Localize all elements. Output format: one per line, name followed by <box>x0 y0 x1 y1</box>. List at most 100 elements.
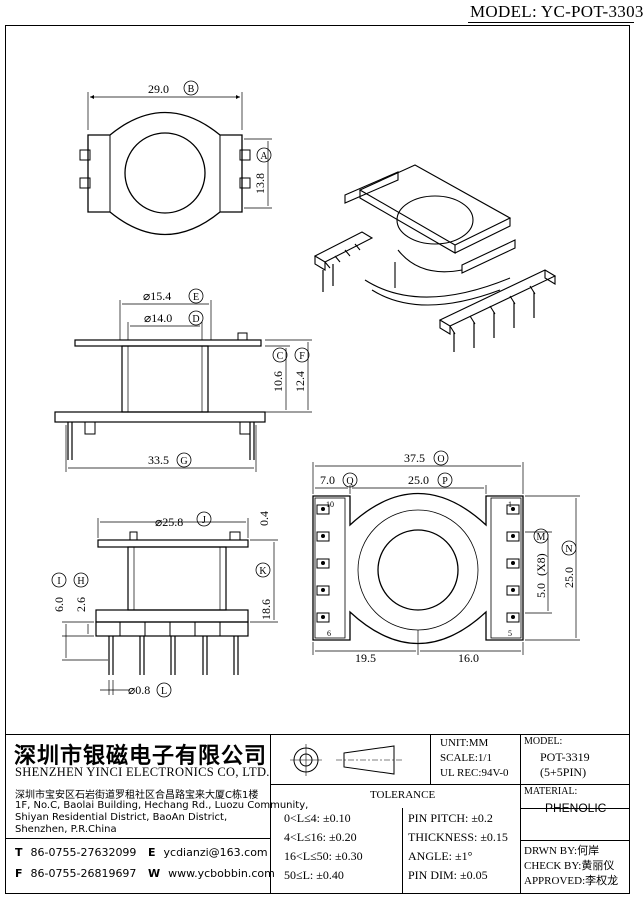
title-underline <box>468 22 634 23</box>
drawn-by: DRWN BY:何岸 <box>524 845 600 857</box>
address-cn: 深圳市宝安区石岩街道罗租社区合昌路宝来大厦C栋1楼 <box>15 790 259 801</box>
tag-a: A <box>256 147 272 163</box>
tolerance-row-3: 16<L≤50: ±0.30 <box>284 849 363 863</box>
svg-text:P: P <box>442 476 448 487</box>
tag-d: D <box>188 310 204 326</box>
company-name-en: SHENZHEN YINCI ELECTRONICS CO, LTD. <box>15 765 270 779</box>
title-block <box>5 734 630 894</box>
divider <box>270 734 271 894</box>
top-view <box>79 92 272 236</box>
svg-text:F: F <box>299 351 305 362</box>
pin-number-6: 6 <box>327 629 331 638</box>
divider <box>270 784 630 785</box>
address-en-line2: Shiyan Residential District, BaoAn Distr… <box>15 812 228 823</box>
tag-c: C <box>272 347 288 363</box>
tag-p: P <box>437 472 453 488</box>
dim-top-width: 29.0 <box>148 82 169 96</box>
top-view-outline <box>87 111 243 236</box>
right-pin-slots <box>506 504 520 623</box>
svg-text:Q: Q <box>346 476 354 487</box>
svg-text:K: K <box>259 566 267 577</box>
check-by: CHECK BY:黄丽仪 <box>524 860 615 872</box>
tag-k: K <box>255 562 271 578</box>
model-pins: (5+5PIN) <box>540 765 587 779</box>
tag-q: Q <box>342 472 358 488</box>
isometric-view <box>313 164 557 352</box>
svg-text:I: I <box>57 576 60 587</box>
svg-text:D: D <box>192 314 199 325</box>
tolerance-label: TOLERANCE <box>370 789 436 801</box>
tolerance-row-4: 50≤L: ±0.40 <box>284 868 344 882</box>
unit-label: UNIT:MM <box>440 737 489 749</box>
dim-pin-len-i: 6.0 <box>52 597 66 612</box>
top-left-tab-2 <box>79 177 91 189</box>
tag-o: O <box>433 450 449 466</box>
dim-base-width: 33.5 <box>148 453 169 467</box>
tag-j: J <box>196 511 212 527</box>
top-right-tab-2 <box>239 177 251 189</box>
ul-rec-label: UL REC:94V-0 <box>440 767 509 779</box>
material-label: MATERIAL: <box>524 786 578 797</box>
material-value: PHENOLIC <box>545 801 607 815</box>
company-name-cn: 深圳市银磁电子有限公司 <box>14 744 268 769</box>
dim-body-height-c: 10.6 <box>271 371 285 392</box>
dim-body-height-f: 12.4 <box>293 371 307 392</box>
divider <box>5 838 270 839</box>
divider <box>430 734 431 784</box>
svg-text:A: A <box>260 151 268 162</box>
tag-g: G <box>176 452 192 468</box>
approved-by: APPROVED:李权龙 <box>524 875 619 887</box>
dim-top-height: 13.8 <box>253 173 267 194</box>
tag-l: L <box>156 682 172 698</box>
top-right-tab <box>239 149 251 161</box>
dim-flange-thk: 0.4 <box>257 511 271 526</box>
dim-height-n: 25.0 <box>562 567 576 588</box>
svg-text:J: J <box>202 515 206 526</box>
tag-e: E <box>188 288 204 304</box>
drawing-frame <box>5 25 630 894</box>
engineering-drawing: 29.0 13.8 ⌀15.4 ⌀14.0 10.6 12.4 33.5 37.… <box>51 80 580 698</box>
tag-n: N <box>561 540 577 556</box>
pin-number-5: 5 <box>508 629 512 638</box>
dim-outer-dia: ⌀15.4 <box>143 289 171 303</box>
dim-bottom-left: 19.5 <box>355 651 376 665</box>
dim-flange-dia: ⌀25.8 <box>155 515 183 529</box>
address-en-line1: 1F, No.C, Baolai Building, Hechang Rd., … <box>15 800 309 811</box>
dim-pin-dia: ⌀0.8 <box>128 683 150 697</box>
dim-edge-q: 7.0 <box>320 473 335 487</box>
dim-height-k: 18.6 <box>259 599 273 620</box>
tag-m: M <box>533 528 549 544</box>
spec-row-2: THICKNESS: ±0.15 <box>408 830 508 844</box>
tag-f: F <box>294 347 310 363</box>
tag-b: B <box>183 80 199 96</box>
iso-pins <box>322 264 535 352</box>
front-pins <box>108 636 239 675</box>
pin-view-hole <box>377 529 459 611</box>
dim-pitch-m: 5.0 <box>534 583 548 598</box>
dim-pitch-count: (X8) <box>534 553 548 576</box>
side-view <box>54 300 312 472</box>
divider <box>520 840 630 841</box>
tag-i: I <box>51 572 67 588</box>
divider <box>520 734 521 894</box>
dim-bottom-right: 16.0 <box>458 651 479 665</box>
svg-text:E: E <box>193 292 199 303</box>
top-view-hole <box>124 132 206 214</box>
svg-text:N: N <box>565 544 572 555</box>
svg-text:M: M <box>537 532 546 543</box>
svg-text:L: L <box>161 686 167 697</box>
pin-number-10: 10 <box>326 500 334 509</box>
tag-h: H <box>73 572 89 588</box>
address-en-line3: Shenzhen, P.R.China <box>15 824 117 835</box>
front-view <box>62 518 278 695</box>
svg-text:H: H <box>77 576 84 587</box>
pin-view <box>312 462 580 655</box>
scale-label: SCALE:1/1 <box>440 752 492 764</box>
svg-text:B: B <box>188 84 195 95</box>
tolerance-row-2: 4<L≤16: ±0.20 <box>284 830 357 844</box>
model-title: MODEL: YC-POT-3303 <box>470 2 644 21</box>
